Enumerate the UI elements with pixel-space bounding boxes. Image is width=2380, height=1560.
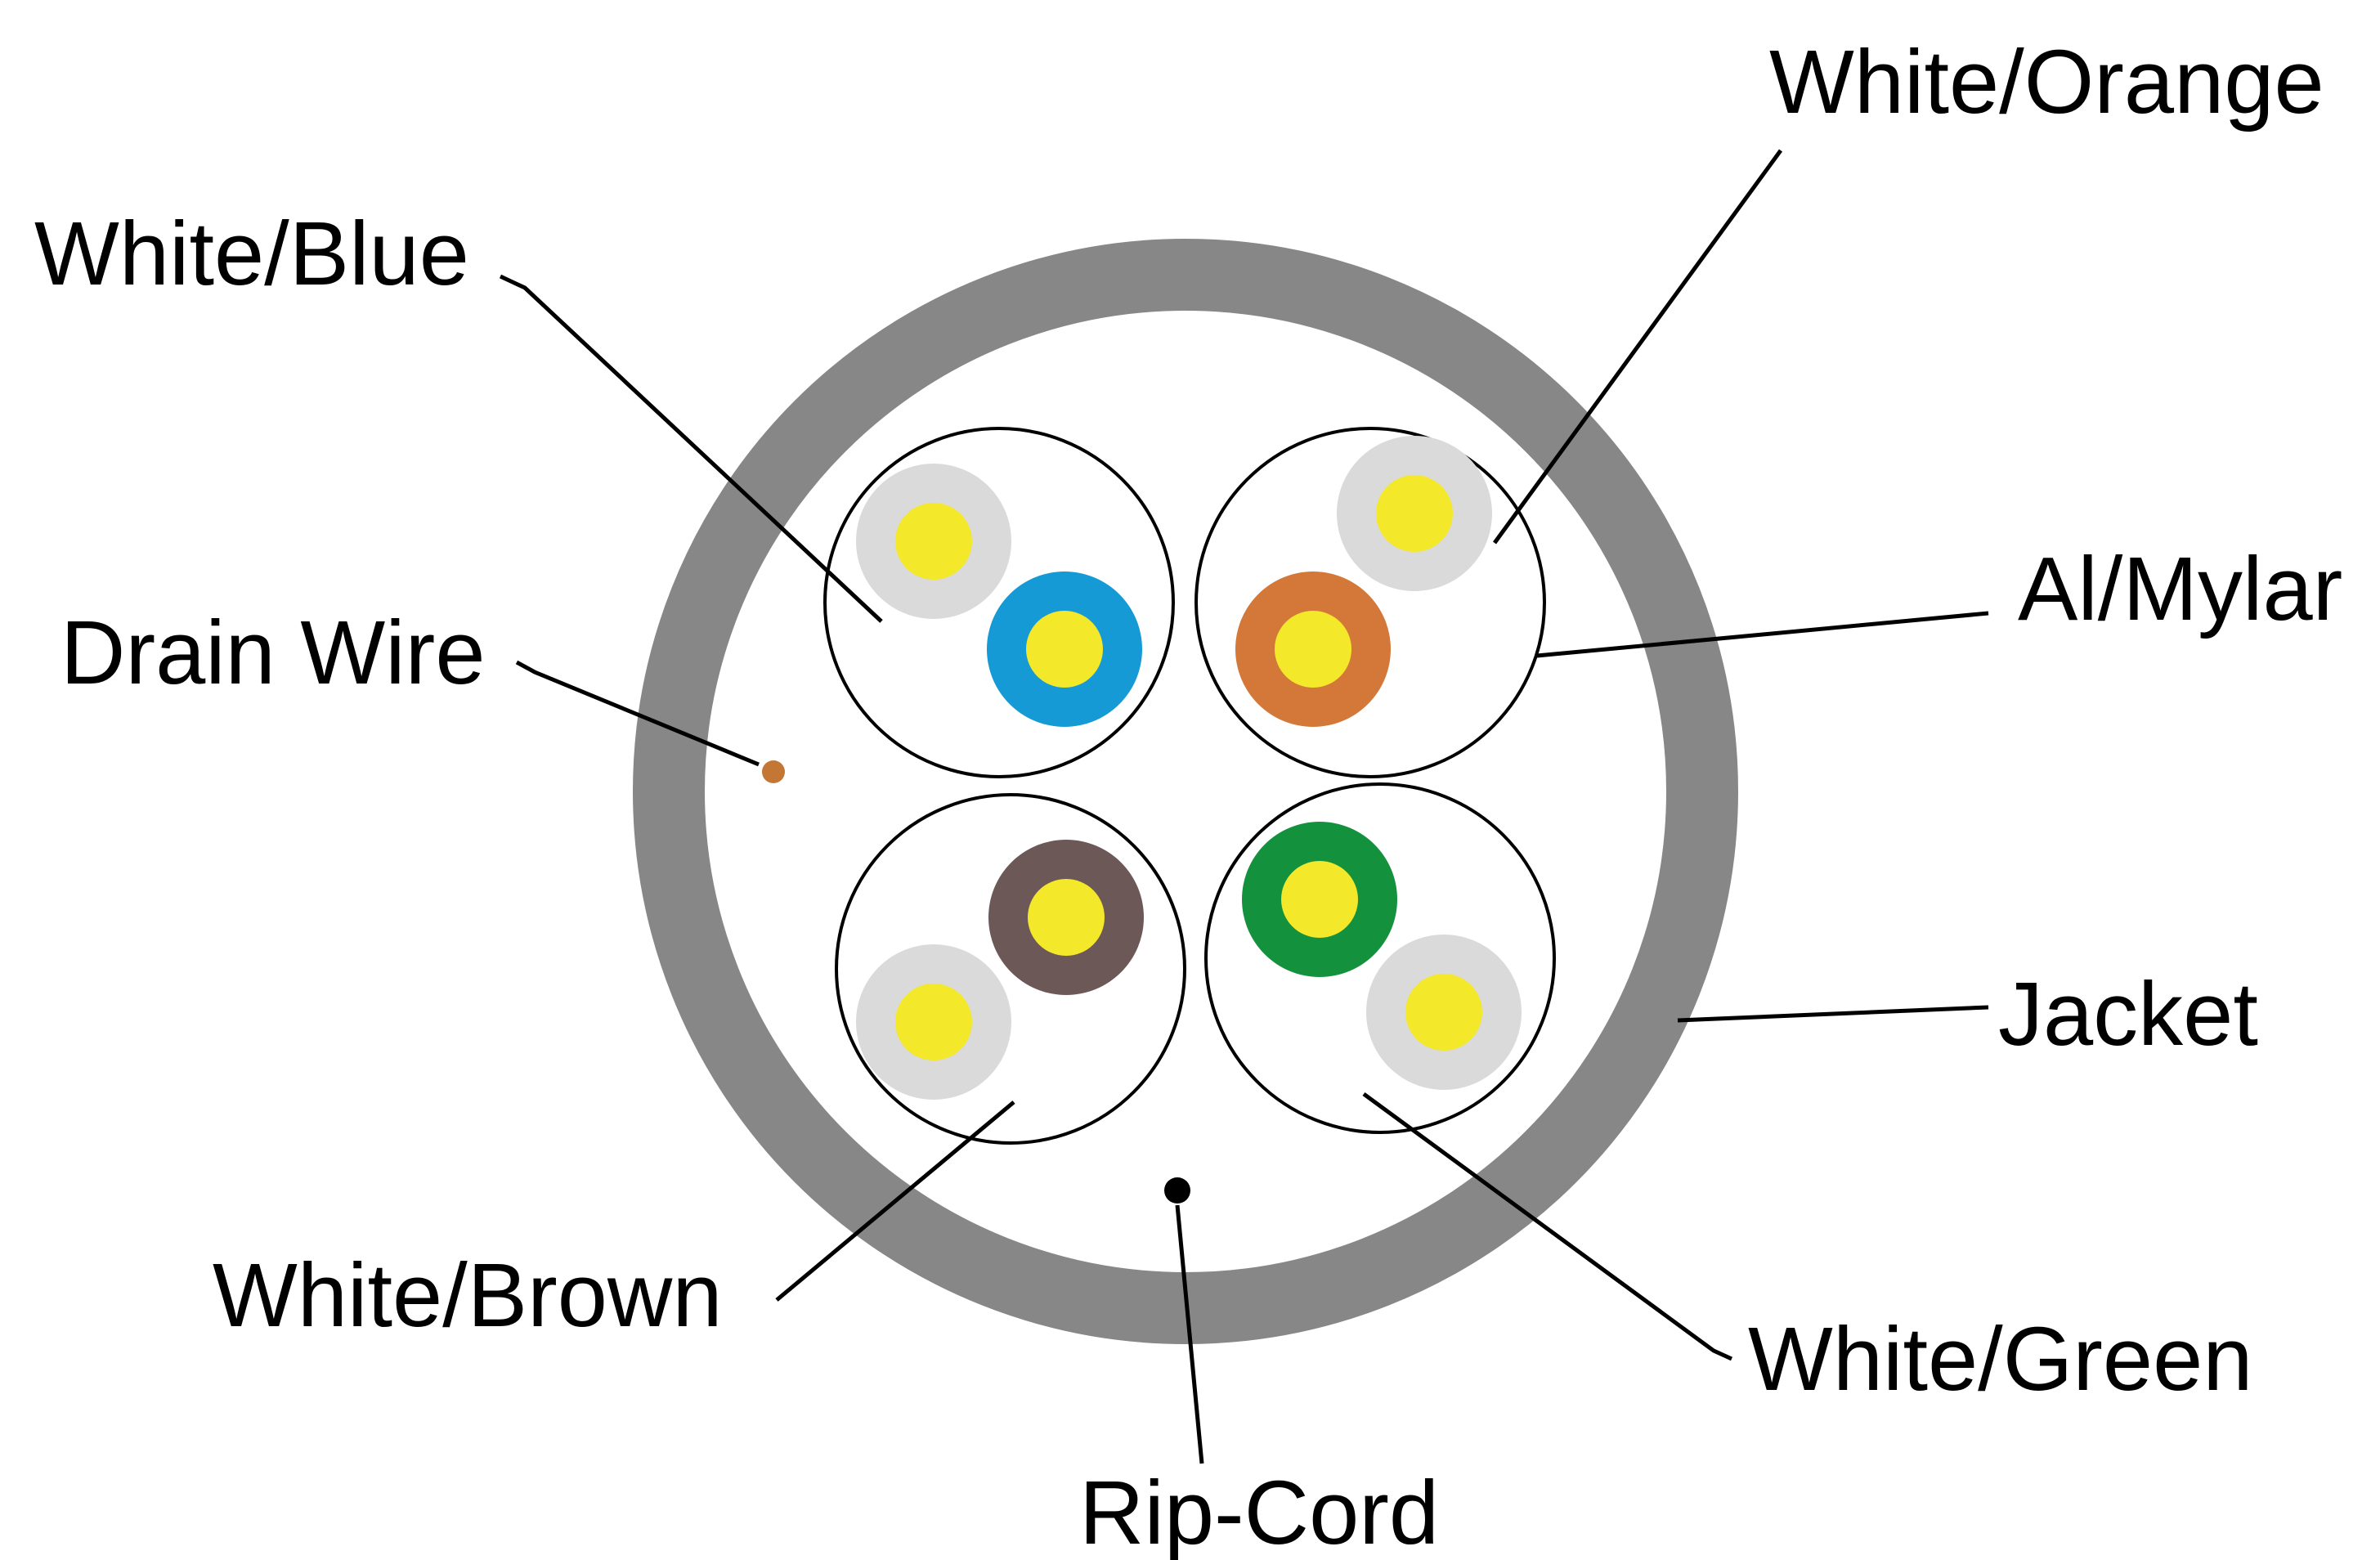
label-white-brown: White/Brown xyxy=(213,1245,723,1346)
leader-line-white-blue xyxy=(499,274,883,623)
leader-line-al-mylar xyxy=(1536,611,1989,658)
label-rip-cord: Rip-Cord xyxy=(1079,1463,1439,1560)
label-white-green: White/Green xyxy=(1748,1309,2252,1410)
white-orange-conductor xyxy=(1376,475,1453,552)
jacket-ring xyxy=(633,239,1738,1344)
white-brown-conductor xyxy=(895,984,972,1060)
leader-line-rip-cord xyxy=(1175,1204,1204,1464)
white-green-conductor xyxy=(1405,974,1482,1051)
orange-conductor xyxy=(1275,611,1351,688)
blue-conductor xyxy=(1026,611,1103,688)
pair-foil-bottom-right xyxy=(1204,782,1556,1134)
label-white-blue: White/Blue xyxy=(34,204,469,304)
leader-line-white-brown xyxy=(775,1101,1015,1302)
green-conductor xyxy=(1281,861,1358,938)
leader-line-drain-wire xyxy=(515,660,760,767)
label-white-orange: White/Orange xyxy=(1769,32,2324,132)
label-al-mylar: Al/Mylar xyxy=(2018,539,2342,639)
white-blue-conductor xyxy=(895,503,972,580)
label-drain-wire: Drain Wire xyxy=(61,603,486,703)
leader-line-white-green xyxy=(1362,1092,1733,1361)
label-jacket: Jacket xyxy=(1998,964,2258,1065)
rip-cord-dot xyxy=(1164,1177,1190,1204)
leader-line-white-orange xyxy=(1492,149,1783,545)
drain-wire-dot xyxy=(762,760,785,783)
brown-conductor xyxy=(1028,879,1105,956)
leader-line-jacket xyxy=(1677,1005,1989,1023)
